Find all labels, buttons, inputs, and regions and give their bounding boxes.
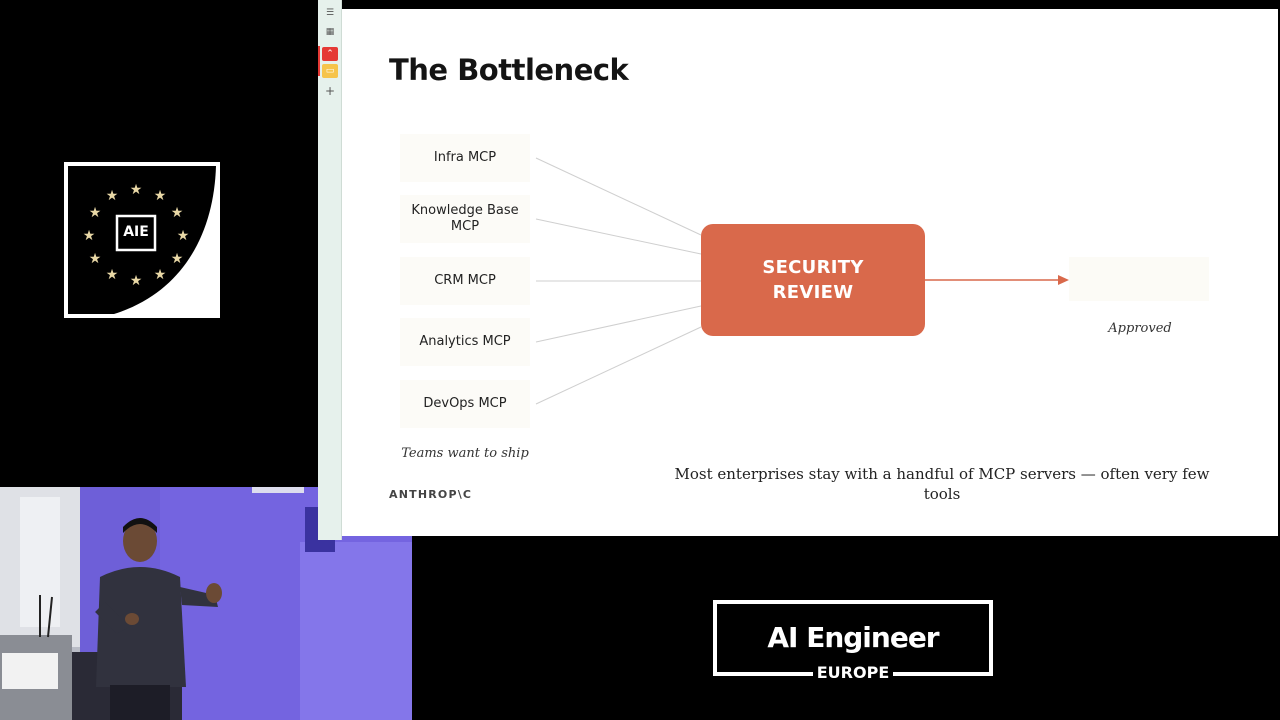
mcp-source-label: DevOps MCP xyxy=(423,396,507,411)
mcp-source-label: CRM MCP xyxy=(434,273,496,288)
mcp-source-analytics: Analytics MCP xyxy=(400,318,530,366)
gate-label-line2: REVIEW xyxy=(772,282,854,303)
teams-label: Teams want to ship xyxy=(401,446,529,461)
sidebar-toggle-icon[interactable]: ☰ xyxy=(325,8,335,18)
approved-destination xyxy=(1069,257,1209,301)
mcp-source-crm: CRM MCP xyxy=(400,257,530,305)
svg-text:★: ★ xyxy=(130,182,143,198)
slide-toolbar: ☰ ▦ ⌃ ▭ + xyxy=(318,0,342,540)
svg-text:★: ★ xyxy=(130,273,143,289)
event-subtitle: EUROPE xyxy=(813,662,893,684)
connector-lines xyxy=(535,157,1069,405)
svg-text:★: ★ xyxy=(154,188,167,204)
anthropic-logo: ANTHROP\C xyxy=(389,488,473,501)
note-icon[interactable]: ▭ xyxy=(322,64,338,78)
mcp-source-infra: Infra MCP xyxy=(400,134,530,182)
gate-label-line1: SECURITY xyxy=(762,257,864,278)
svg-text:★: ★ xyxy=(106,267,119,283)
svg-text:★: ★ xyxy=(83,228,96,244)
slide-caption: Most enterprises stay with a handful of … xyxy=(674,465,1210,503)
approved-label: Approved xyxy=(1108,321,1172,336)
svg-text:★: ★ xyxy=(171,251,184,267)
svg-text:★: ★ xyxy=(89,251,102,267)
svg-text:★: ★ xyxy=(171,205,184,221)
aie-logo: ★★★ ★★★ ★★★ ★★★ AIE xyxy=(64,162,220,318)
mcp-source-devops: DevOps MCP xyxy=(400,380,530,428)
security-review-gate: SECURITY REVIEW xyxy=(701,224,925,336)
mcp-source-knowledge-base: Knowledge Base MCP xyxy=(400,195,530,243)
aie-logo-text: AIE xyxy=(123,224,149,240)
svg-text:★: ★ xyxy=(89,205,102,221)
ai-engineer-europe-logo: AI Engineer EUROPE xyxy=(713,600,993,684)
svg-text:★: ★ xyxy=(177,228,190,244)
presenter-camera-feed xyxy=(0,487,412,720)
mcp-source-label: Infra MCP xyxy=(433,150,497,165)
mcp-source-label: Analytics MCP xyxy=(419,334,511,349)
plus-icon[interactable]: + xyxy=(324,84,336,98)
event-title: AI Engineer xyxy=(767,621,939,654)
grid-icon[interactable]: ▦ xyxy=(325,27,335,37)
chevron-up-icon[interactable]: ⌃ xyxy=(322,47,338,61)
svg-text:★: ★ xyxy=(154,267,167,283)
mcp-source-label: Knowledge Base MCP xyxy=(411,203,519,234)
toolbar-accent xyxy=(318,46,320,76)
presentation-slide: The Bottleneck Infra MCP Knowledge Base … xyxy=(342,9,1278,536)
slide-title: The Bottleneck xyxy=(389,53,629,87)
svg-text:★: ★ xyxy=(106,188,119,204)
